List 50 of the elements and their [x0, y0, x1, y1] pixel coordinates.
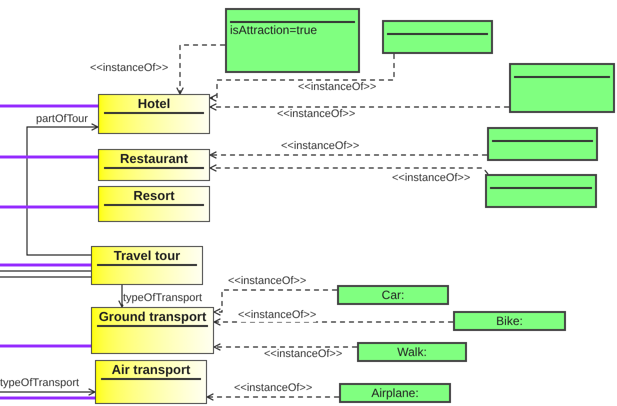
connector-line	[0, 156, 98, 158]
arrow	[206, 393, 339, 401]
edge-label: typeOfTransport	[0, 377, 80, 390]
object-box	[487, 127, 598, 161]
class-box	[98, 186, 210, 222]
class-name: Air transport	[101, 362, 201, 380]
arrow	[118, 285, 126, 308]
object-name: Bike:	[496, 314, 523, 328]
arrow	[26, 123, 99, 256]
object-box	[453, 311, 566, 331]
arrow	[209, 151, 487, 159]
class-name: Resort	[104, 188, 204, 206]
arrow	[209, 164, 488, 174]
connector-line	[0, 104, 98, 108]
class-box	[95, 360, 207, 404]
class-name: Ground transport	[97, 309, 208, 327]
class-name: Travel tour	[97, 248, 197, 266]
object-box	[225, 8, 360, 73]
edge-label: typeOfTransport	[123, 292, 202, 305]
object-name: Car:	[382, 288, 404, 302]
attribute-text: isAttraction=true	[230, 23, 318, 38]
connector-line	[0, 344, 91, 348]
connector-line	[0, 270, 91, 272]
arrow	[213, 318, 453, 326]
object-name: Walk:	[397, 345, 427, 359]
class-box	[91, 246, 203, 285]
class-box	[98, 94, 210, 134]
class-name: Hotel	[104, 96, 204, 114]
arrow	[176, 44, 225, 95]
arrow	[213, 289, 337, 316]
arrow	[209, 103, 509, 111]
connector-line	[0, 276, 91, 278]
object-box	[509, 63, 615, 113]
arrow	[0, 388, 96, 396]
class-box	[98, 149, 210, 181]
connector-line	[0, 396, 95, 400]
connector-line	[0, 206, 98, 208]
object-box	[337, 285, 449, 305]
arrow	[213, 343, 357, 351]
object-box	[357, 342, 467, 362]
object-box	[485, 174, 597, 208]
class-name: Restaurant	[104, 151, 204, 169]
class-box	[91, 307, 214, 354]
edge-label: partOfTour	[36, 113, 88, 126]
arrow	[209, 54, 395, 102]
edge-label: <<instanceOf>>	[238, 309, 316, 322]
object-name: Airplane:	[371, 386, 419, 400]
object-box	[382, 20, 493, 54]
connector-line	[0, 264, 91, 266]
object-box	[339, 383, 451, 403]
